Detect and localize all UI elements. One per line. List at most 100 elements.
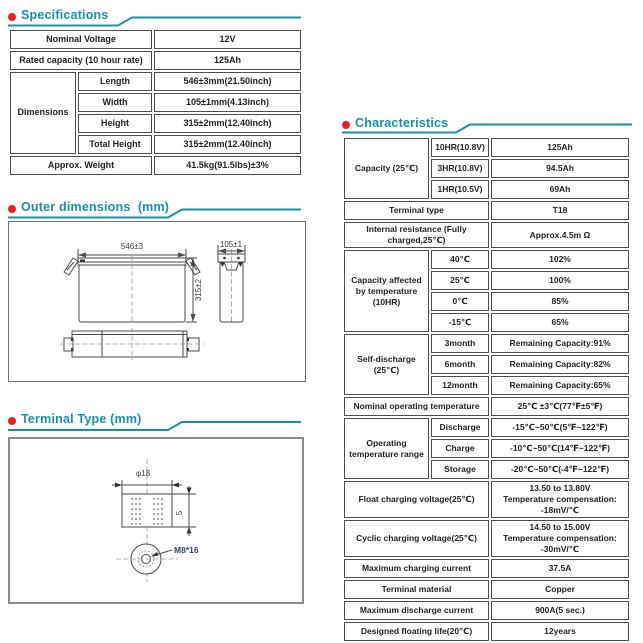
spec-value: 315±2mm(12.40inch): [154, 135, 301, 154]
post-height-dimension-label: 5: [175, 510, 184, 515]
table-row: Designed floating life(20℃) 12years: [344, 622, 629, 642]
table-row: Capacity affected by temperature (10HR) …: [344, 250, 629, 333]
battery-outline-drawing: 546±3 315±2 105±1: [60, 240, 246, 360]
table-row: Nominal operating temperature 25℃ ±3℃(77…: [344, 397, 629, 417]
header-underline: [8, 421, 301, 431]
table-row: Width 105±1mm(4.13inch): [10, 93, 301, 112]
table-row: Maximum discharge current 900A(5 sec.): [344, 601, 629, 621]
characteristics-header: Characteristics: [342, 116, 632, 138]
char-label: Terminal type: [344, 201, 489, 220]
thread-callout: M8*16: [151, 545, 199, 557]
char-sub-label: -15℃: [431, 313, 489, 333]
char-value: 12years: [491, 622, 629, 642]
height-dimension: 315±2: [186, 257, 203, 323]
char-label: Designed floating life(20℃): [344, 622, 489, 642]
terminal-type-drawing: φ18: [8, 437, 304, 604]
characteristics-title: Characteristics: [355, 116, 449, 130]
spec-value: 315±2mm(12.40inch): [154, 114, 301, 133]
spec-label: Length: [78, 72, 152, 91]
char-value: 14.50 to 15.00V Temperature compensation…: [491, 520, 629, 558]
char-value: 85%: [491, 292, 629, 312]
outer-dimensions-drawing: 546±3 315±2 105±1: [8, 221, 306, 382]
spec-label: Rated capacity (10 hour rate): [10, 51, 152, 70]
spec-label: Total Height: [78, 135, 152, 154]
outer-dimensions-title: Outer dimensions (mm): [21, 200, 170, 214]
table-row: Terminal type T18: [344, 201, 629, 220]
spec-label: Nominal Voltage: [10, 30, 152, 49]
char-value: Remaining Capacity:91%: [491, 334, 629, 354]
char-label: Cyclic charging voltage(25℃): [344, 520, 489, 558]
table-row: Cyclic charging voltage(25℃) 14.50 to 15…: [344, 520, 629, 558]
height-dimension-label: 315±2: [194, 278, 203, 301]
char-value: 13.50 to 13.80V Temperature compensation…: [491, 481, 629, 519]
char-group-label: Capacity affected by temperature (10HR): [344, 250, 429, 333]
terminal-top-view: [116, 543, 178, 575]
red-bullet-icon: [342, 121, 350, 129]
length-dimension-label: 546±3: [121, 242, 144, 251]
table-row: Rated capacity (10 hour rate) 125Ah: [10, 51, 301, 70]
battery-bottom-view: [60, 328, 204, 360]
char-value: 125Ah: [491, 138, 629, 157]
table-row: 1HR(10.5V) 69Ah: [344, 180, 629, 199]
char-value: 65%: [491, 313, 629, 333]
char-sub-label: 6month: [431, 355, 489, 375]
table-row: Nominal Voltage 12V: [10, 30, 301, 49]
table-row: 3HR(10.8V) 94.5Ah: [344, 159, 629, 178]
spec-value: 12V: [154, 30, 301, 49]
char-label: Internal resistance (Fully charged,25℃): [344, 222, 489, 249]
red-bullet-icon: [8, 13, 16, 21]
table-row: Capacity (25℃) 10HR(10.8V) 125Ah: [344, 138, 629, 199]
specifications-title: Specifications: [21, 8, 109, 22]
char-value: 25℃ ±3℃(77℉±5℉): [491, 397, 629, 417]
char-value: Approx.4.5m Ω: [491, 222, 629, 249]
char-label: Maximum discharge current: [344, 601, 489, 621]
terminal-diameter-dimension: φ18: [112, 469, 182, 496]
char-value: 900A(5 sec.): [491, 601, 629, 621]
char-sub-label: 3month: [431, 334, 489, 354]
char-value: 100%: [491, 271, 629, 291]
table-row: 12month Remaining Capacity:65%: [344, 376, 629, 396]
table-row: Approx. Weight 41.5kg(91.5lbs)±3%: [10, 156, 301, 175]
char-value: 37.5A: [491, 559, 629, 579]
char-value: -10℃~50℃(14℉~122℉): [491, 439, 629, 459]
char-sub-label: Charge: [431, 439, 489, 459]
spec-group-label: Dimensions: [10, 72, 76, 154]
char-label: Nominal operating temperature: [344, 397, 489, 417]
char-sub-label: Discharge: [431, 418, 489, 438]
char-value: Remaining Capacity:82%: [491, 355, 629, 375]
battery-datasheet-page: { "palette": { "accent_teal": "#1693a8",…: [8, 8, 632, 642]
char-group-label: Self-discharge (25℃): [344, 334, 429, 396]
length-dimension: 546±3: [77, 242, 187, 262]
char-value: Remaining Capacity:65%: [491, 376, 629, 396]
table-row: Dimensions Length 546±3mm(21.50inch): [10, 72, 301, 154]
spec-value: 105±1mm(4.13inch): [154, 93, 301, 112]
char-label: Maximum charging current: [344, 559, 489, 579]
char-value: T18: [491, 201, 629, 220]
header-underline: [342, 123, 632, 134]
terminal-side-view: [121, 493, 173, 528]
spec-value: 41.5kg(91.5lbs)±3%: [154, 156, 301, 175]
red-bullet-icon: [8, 417, 16, 425]
char-value: Copper: [491, 580, 629, 600]
char-sub-label: 10HR(10.8V): [431, 138, 489, 157]
char-sub-label: 3HR(10.8V): [431, 159, 489, 178]
table-row: Operating temperature range Discharge -1…: [344, 418, 629, 480]
spec-value: 546±3mm(21.50inch): [154, 72, 301, 91]
spec-label: Height: [78, 114, 152, 133]
characteristics-table: Capacity (25℃) 10HR(10.8V) 125Ah 3HR(10.…: [342, 136, 631, 643]
char-value: 102%: [491, 250, 629, 270]
terminal-height-dimension: 5: [172, 486, 196, 536]
char-value: 94.5Ah: [491, 159, 629, 178]
terminal-type-header: Terminal Type (mm): [8, 412, 303, 434]
terminal-type-title: Terminal Type (mm): [21, 412, 142, 426]
spec-value: 125Ah: [154, 51, 301, 70]
terminal-drawing: φ18: [112, 459, 199, 582]
table-row: Float charging voltage(25℃) 13.50 to 13.…: [344, 481, 629, 519]
table-row: Storage -20℃~50℃(-4℉~122℉): [344, 460, 629, 480]
table-row: Self-discharge (25℃) 3month Remaining Ca…: [344, 334, 629, 396]
table-row: 6month Remaining Capacity:82%: [344, 355, 629, 375]
char-group-label: Operating temperature range: [344, 418, 429, 480]
table-row: 25℃ 100%: [344, 271, 629, 291]
specifications-header: Specifications: [8, 8, 303, 30]
table-row: 0℃ 85%: [344, 292, 629, 312]
